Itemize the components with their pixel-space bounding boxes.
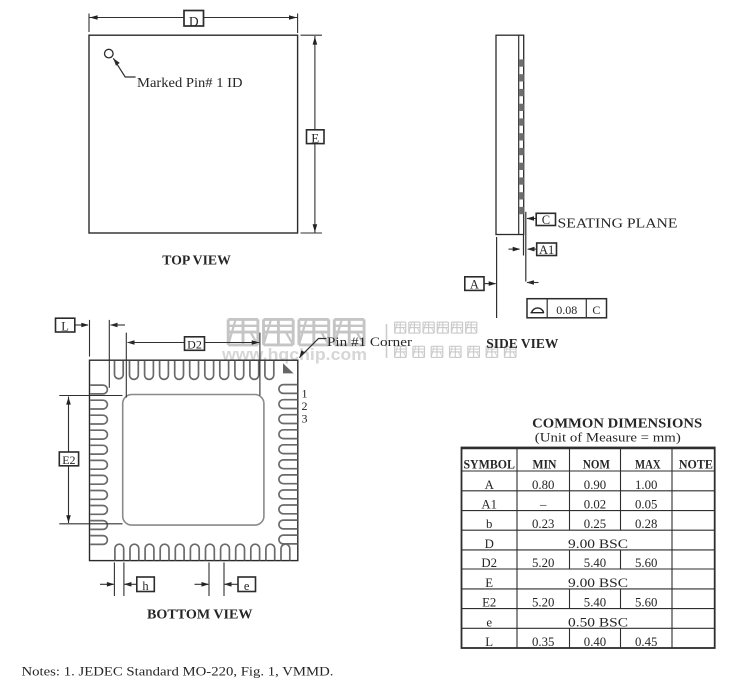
svg-text:0.35: 0.35 <box>532 635 554 649</box>
svg-text:TOP VIEW: TOP VIEW <box>162 252 231 267</box>
svg-text:D2: D2 <box>187 338 202 352</box>
svg-text:5.20: 5.20 <box>532 596 554 610</box>
svg-text:E2: E2 <box>482 596 496 610</box>
svg-text:0.08: 0.08 <box>556 303 577 317</box>
svg-text:D: D <box>485 537 494 551</box>
svg-text:0.90: 0.90 <box>584 478 606 492</box>
svg-text:1.00: 1.00 <box>635 478 657 492</box>
svg-text:L: L <box>61 319 69 333</box>
svg-text:www.hqchip.com: www.hqchip.com <box>221 346 367 364</box>
svg-text:–: – <box>539 498 547 512</box>
svg-text:A: A <box>470 278 479 292</box>
svg-text:5.60: 5.60 <box>635 596 657 610</box>
svg-text:b: b <box>486 517 492 531</box>
svg-text:0.45: 0.45 <box>635 635 657 649</box>
svg-text:0.05: 0.05 <box>635 498 657 512</box>
svg-text:COMMON DIMENSIONS: COMMON DIMENSIONS <box>532 416 702 431</box>
svg-text:BOTTOM VIEW: BOTTOM VIEW <box>147 607 253 622</box>
svg-text:E: E <box>485 576 493 590</box>
svg-text:SIDE VIEW: SIDE VIEW <box>486 336 558 351</box>
svg-text:e: e <box>486 615 492 629</box>
svg-text:E: E <box>311 130 319 145</box>
svg-text:NOTE: NOTE <box>679 457 713 471</box>
svg-text:C: C <box>592 303 600 317</box>
svg-text:MAX: MAX <box>635 457 661 471</box>
svg-text:9.00 BSC: 9.00 BSC <box>568 576 628 590</box>
svg-text:SEATING PLANE: SEATING PLANE <box>558 216 678 231</box>
svg-text:0.80: 0.80 <box>532 478 554 492</box>
svg-text:3: 3 <box>302 412 308 426</box>
svg-text:C: C <box>542 213 550 227</box>
svg-text:e: e <box>244 579 250 593</box>
svg-text:(Unit of Measure = mm): (Unit of Measure = mm) <box>535 430 681 445</box>
svg-text:1: 1 <box>302 386 308 400</box>
svg-text:5.60: 5.60 <box>635 556 657 570</box>
svg-text:2: 2 <box>302 399 308 413</box>
svg-text:Pin #1 Corner: Pin #1 Corner <box>327 334 413 349</box>
svg-text:5.20: 5.20 <box>532 556 554 570</box>
svg-text:NOM: NOM <box>583 457 610 471</box>
svg-text:0.23: 0.23 <box>532 517 554 531</box>
svg-text:Marked Pin# 1 ID: Marked Pin# 1 ID <box>137 76 243 91</box>
svg-text:0.25: 0.25 <box>584 517 606 531</box>
svg-text:A1: A1 <box>481 498 497 512</box>
svg-text:5.40: 5.40 <box>584 596 606 610</box>
svg-text:h: h <box>142 579 149 593</box>
svg-text:E2: E2 <box>62 453 75 467</box>
svg-text:0.28: 0.28 <box>635 517 657 531</box>
svg-text:Notes: 1. JEDEC Standard MO-22: Notes: 1. JEDEC Standard MO-220, Fig. 1,… <box>22 663 334 678</box>
svg-text:A1: A1 <box>539 243 554 257</box>
svg-text:D2: D2 <box>481 556 497 570</box>
svg-text:A: A <box>485 478 495 492</box>
svg-text:D: D <box>189 14 199 29</box>
svg-text:0.02: 0.02 <box>584 498 606 512</box>
svg-text:SYMBOL: SYMBOL <box>463 457 515 471</box>
svg-text:0.50 BSC: 0.50 BSC <box>568 615 628 629</box>
svg-text:MIN: MIN <box>533 457 558 471</box>
svg-text:5.40: 5.40 <box>584 556 606 570</box>
svg-text:9.00 BSC: 9.00 BSC <box>568 537 628 551</box>
svg-text:0.40: 0.40 <box>584 635 606 649</box>
svg-text:L: L <box>485 635 493 649</box>
